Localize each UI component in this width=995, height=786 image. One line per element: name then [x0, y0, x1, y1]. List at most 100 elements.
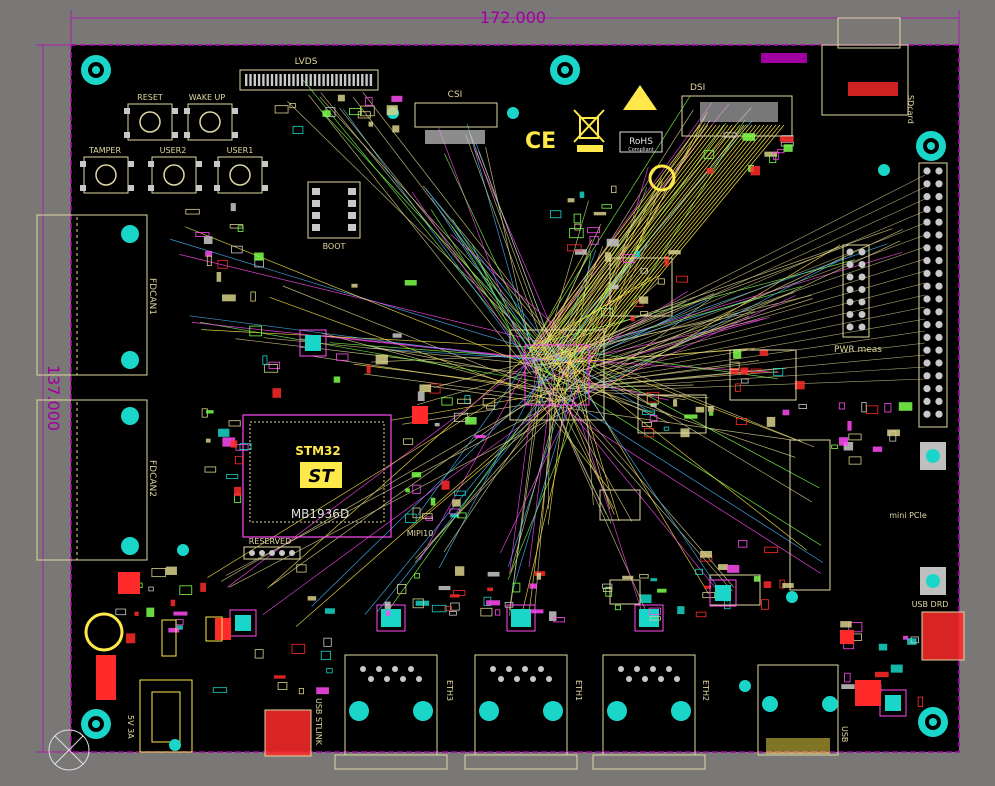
- ratsnest-line: [207, 379, 528, 578]
- ethernet-pin: [546, 676, 552, 682]
- smd-outline: [567, 244, 582, 252]
- smd-outline: [195, 232, 210, 237]
- qfn-pad: [305, 335, 321, 351]
- wake-up-label: WAKE UP: [189, 93, 226, 102]
- ethernet-pin: [642, 676, 648, 682]
- ethernet-pin: [666, 666, 672, 672]
- mcu-footprint[interactable]: [509, 329, 605, 421]
- lvds-pad: [356, 74, 360, 86]
- smd-outline: [703, 150, 715, 159]
- power-label: 5V 3A: [126, 715, 135, 739]
- fdcan2-connector[interactable]: [36, 399, 148, 561]
- ratsnest-line: [565, 356, 710, 595]
- boot-switch[interactable]: [307, 181, 361, 239]
- smd-outline: [512, 582, 521, 593]
- button-pad: [148, 161, 154, 167]
- ratsnest-line: [583, 359, 803, 443]
- mounting-hole-core: [92, 66, 100, 74]
- smd-outline: [663, 426, 670, 431]
- smd-component: [700, 550, 712, 558]
- ethernet-mount-hole: [349, 701, 369, 721]
- fdcan1-connector[interactable]: [36, 214, 148, 376]
- ethernet-pin: [376, 666, 382, 672]
- phy-pad: [511, 609, 531, 627]
- ratsnest-line: [577, 350, 815, 448]
- usb-host-connector[interactable]: [757, 664, 839, 756]
- smd-component: [657, 588, 667, 593]
- fdcan2-label: FDCAN2: [147, 460, 157, 497]
- boot-pad: [348, 188, 356, 195]
- ratsnest-line: [170, 238, 571, 362]
- ethernet-pin: [400, 676, 406, 682]
- smd-outline: [452, 589, 466, 596]
- power-jack[interactable]: [84, 612, 193, 753]
- csi-connector[interactable]: [414, 102, 498, 144]
- gpio-pad: [923, 269, 931, 277]
- gpio-pad: [935, 218, 943, 226]
- button-pad: [128, 161, 134, 167]
- smd-outline: [831, 444, 838, 449]
- ratsnest-line: [599, 246, 926, 359]
- gpio-header[interactable]: [918, 162, 948, 428]
- lvds-connector[interactable]: [239, 69, 379, 91]
- lvds-pad: [296, 74, 299, 86]
- button-pad: [148, 185, 154, 191]
- smd-outline: [649, 415, 658, 422]
- ratsnest-line: [541, 124, 725, 360]
- pwr-pad: [858, 248, 866, 256]
- pwr-meas-label: PWR meas: [834, 345, 882, 355]
- smd-outline: [589, 235, 599, 245]
- usb-drd-connector[interactable]: [921, 611, 965, 661]
- smd-component: [146, 607, 155, 617]
- dsi-connector[interactable]: [681, 95, 793, 137]
- smd-outline: [587, 227, 601, 234]
- reserved-header[interactable]: [243, 546, 301, 560]
- ratsnest-line: [585, 295, 796, 395]
- smd-outline: [848, 456, 862, 465]
- smd-outline: [237, 225, 244, 232]
- smd-component: [890, 664, 903, 673]
- smd-outline: [772, 151, 779, 160]
- ratsnest-line: [415, 384, 583, 560]
- smd-component: [706, 167, 714, 174]
- smd-component: [333, 376, 341, 383]
- ratsnest-line: [267, 354, 529, 589]
- ethernet-pin: [408, 666, 414, 672]
- certification-icon: [648, 164, 676, 192]
- csi-label: CSI: [448, 90, 463, 100]
- ratsnest-line: [529, 124, 701, 351]
- ic-brand-text: STM32: [295, 444, 340, 458]
- ratsnest-line: [527, 239, 593, 356]
- ratsnest-line: [554, 286, 802, 355]
- button-pad: [80, 185, 86, 191]
- pwr-pad: [858, 323, 866, 331]
- sdcard-slot[interactable]: [821, 17, 909, 116]
- smd-outline: [277, 682, 288, 690]
- pwr-meas-header[interactable]: [842, 244, 870, 338]
- ratsnest-line: [422, 185, 564, 354]
- smd-component: [366, 365, 371, 374]
- smd-component: [205, 250, 213, 257]
- pwr-pad: [858, 261, 866, 268]
- ratsnest-line: [510, 353, 573, 573]
- smd-outline: [412, 484, 421, 494]
- smd-component: [234, 486, 242, 497]
- usb-stlink-connector[interactable]: [264, 709, 312, 757]
- ratsnest-line: [533, 355, 615, 509]
- smd-outline: [231, 245, 243, 254]
- gpio-pad: [935, 385, 943, 393]
- test-via: [739, 680, 751, 692]
- smd-outline: [250, 291, 256, 302]
- button-pad: [172, 108, 178, 114]
- mini-pcie-slot[interactable]: [789, 439, 946, 595]
- smd-outline: [349, 108, 362, 116]
- lvds-pad: [249, 74, 252, 86]
- chip-outline: [609, 257, 673, 317]
- lvds-pad: [365, 74, 368, 86]
- stm32-module[interactable]: STM32 ST: [242, 414, 392, 538]
- ratsnest-line: [507, 359, 577, 568]
- ratsnest-line: [342, 108, 535, 372]
- lvds-pad: [283, 74, 287, 86]
- smd-outline: [403, 438, 414, 445]
